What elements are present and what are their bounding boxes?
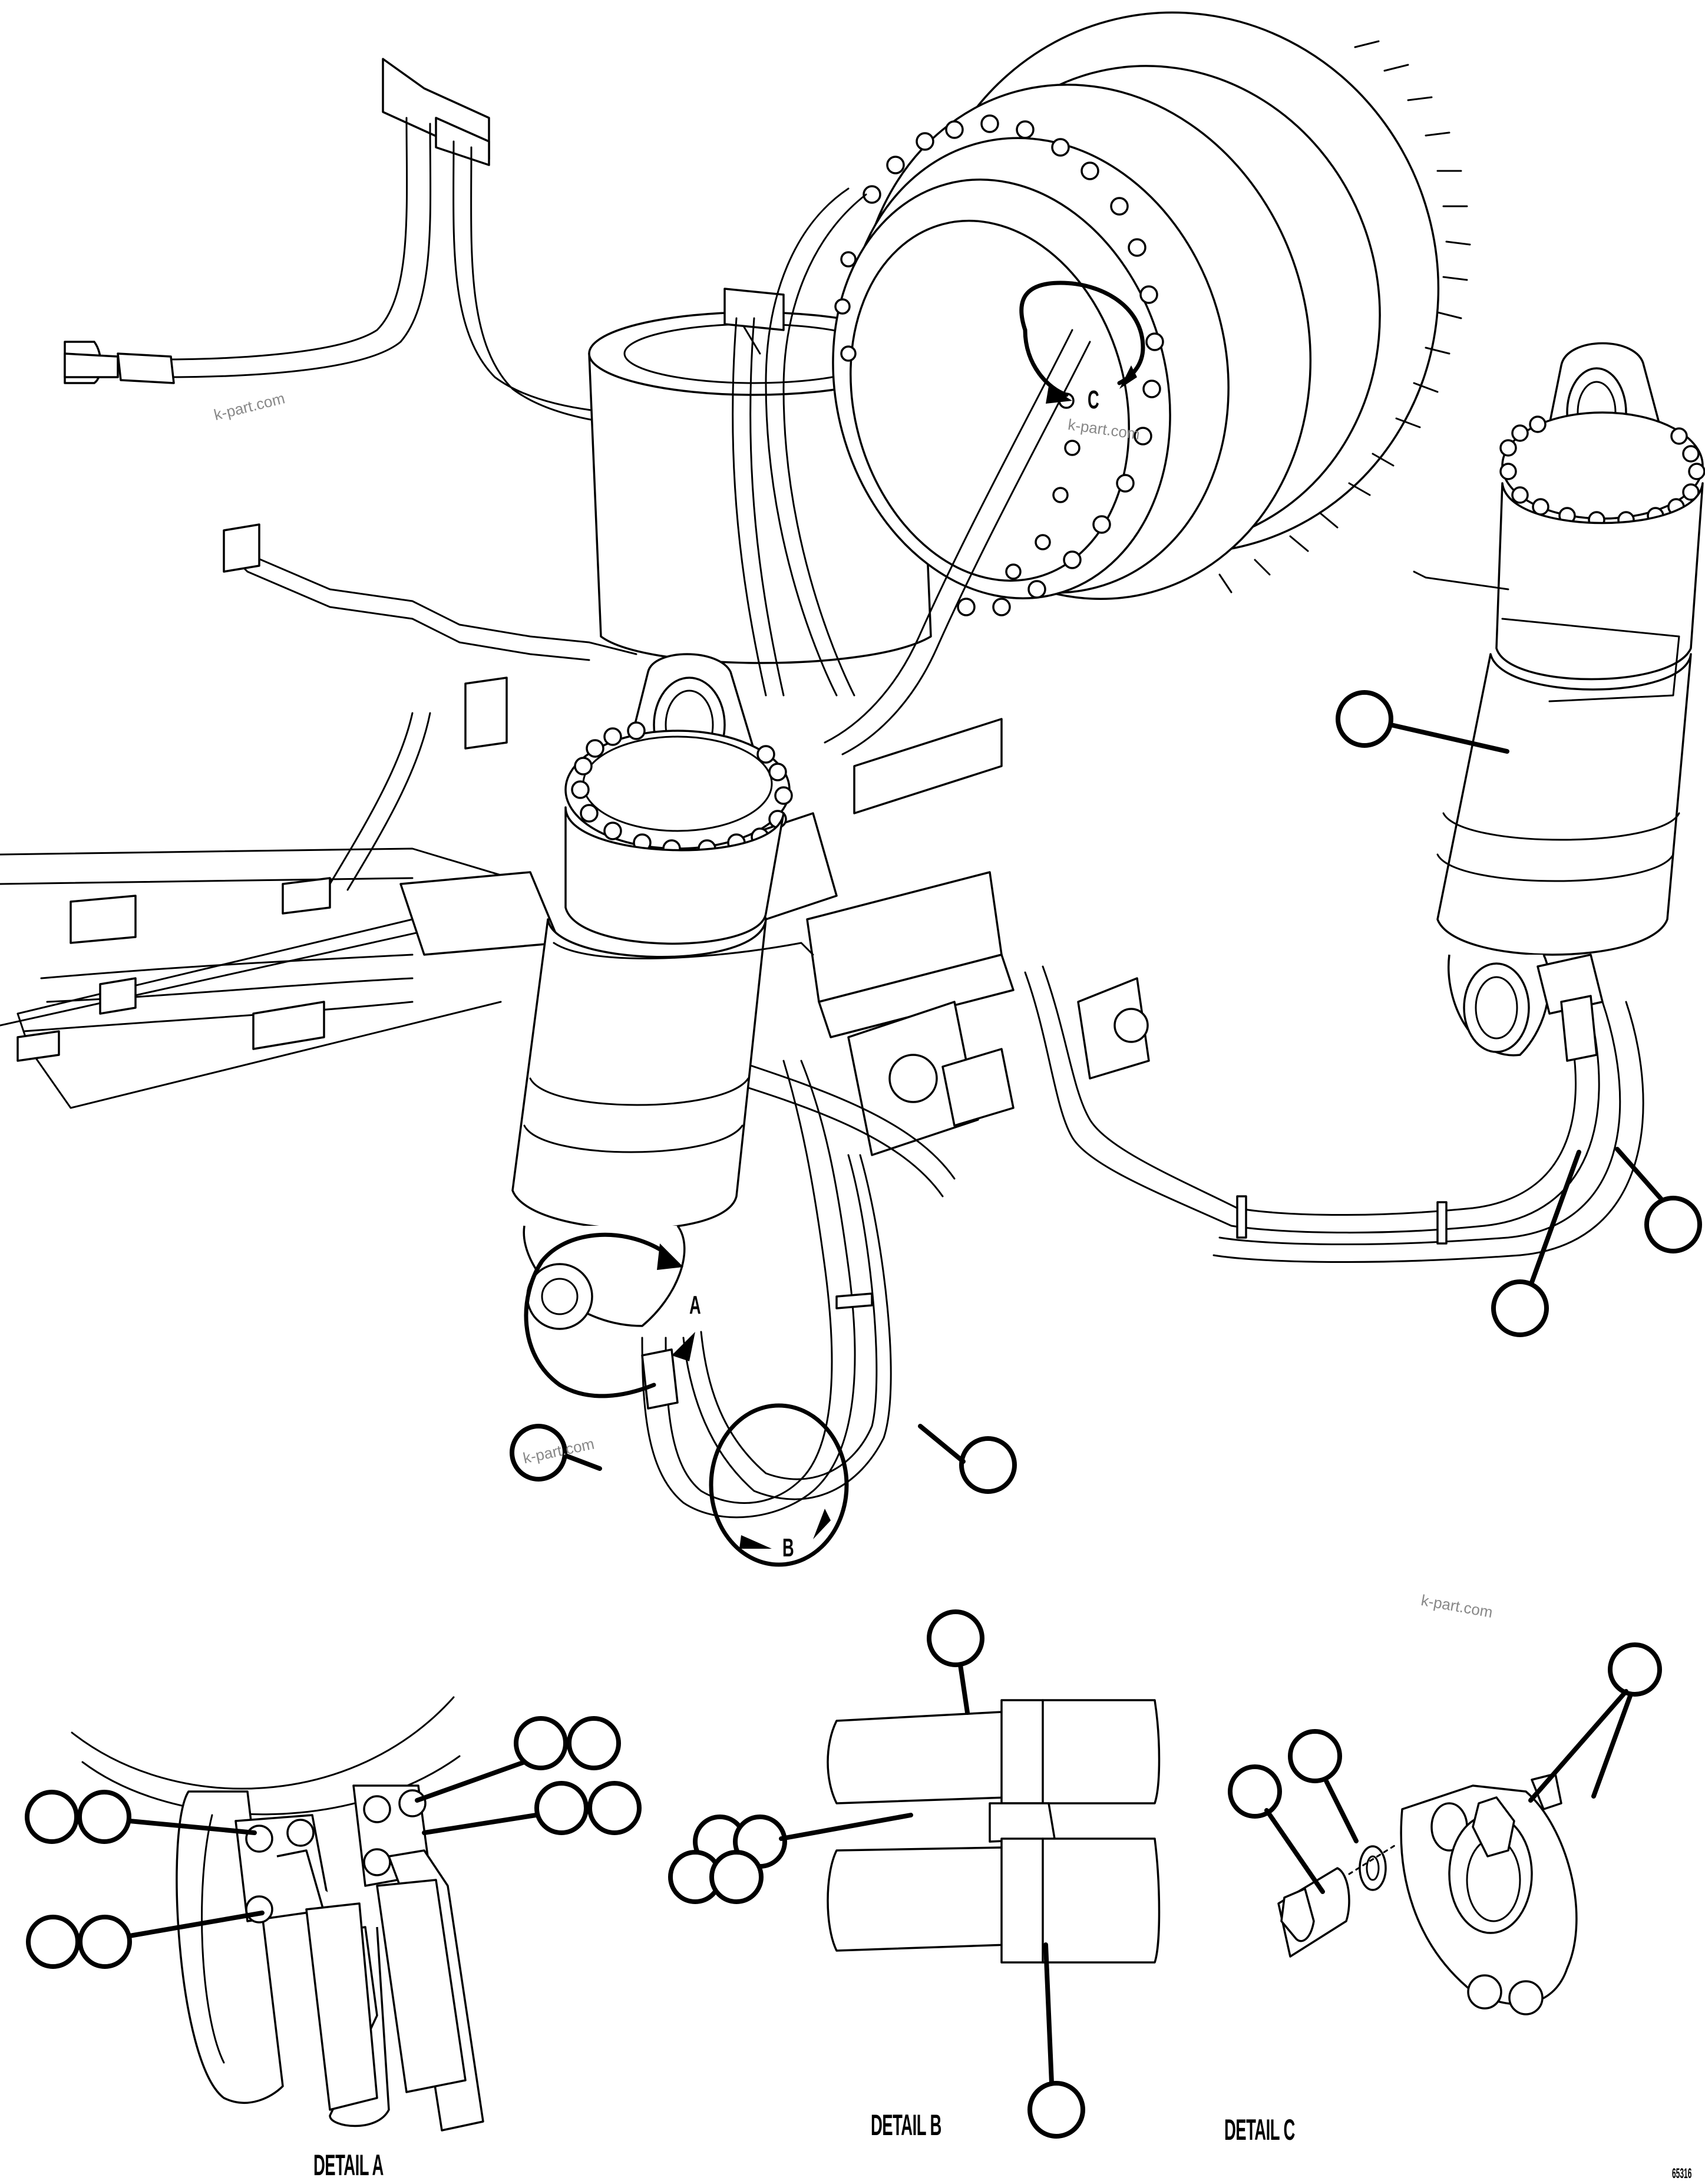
detail-b-drawing xyxy=(668,1609,1161,2139)
left-frame-rods xyxy=(0,523,637,1109)
detail-indicators xyxy=(524,281,1145,1567)
drawing-number: 65316 xyxy=(1672,2166,1692,2182)
detail-c-drawing xyxy=(1228,1642,1662,2015)
view-marker-a: A xyxy=(689,1291,701,1319)
main-callouts xyxy=(510,690,1702,1494)
detail-a-drawing xyxy=(25,1696,642,2132)
left-cylinder xyxy=(511,653,814,1330)
right-cylinder xyxy=(1413,342,1705,1057)
view-marker-b: B xyxy=(782,1533,794,1562)
detail-b-title: DETAIL B xyxy=(871,2109,941,2142)
right-hoses xyxy=(1024,965,1644,1263)
slew-hoses xyxy=(732,187,1091,756)
slew-ring xyxy=(832,11,1471,616)
valve-block xyxy=(718,718,1150,1197)
detail-a-title: DETAIL A xyxy=(313,2149,384,2182)
view-marker-c: C xyxy=(1088,385,1099,414)
upper-left-hose-bracket xyxy=(64,58,708,427)
left-hose-loop xyxy=(641,1060,892,1519)
detail-c-title: DETAIL C xyxy=(1224,2113,1295,2146)
